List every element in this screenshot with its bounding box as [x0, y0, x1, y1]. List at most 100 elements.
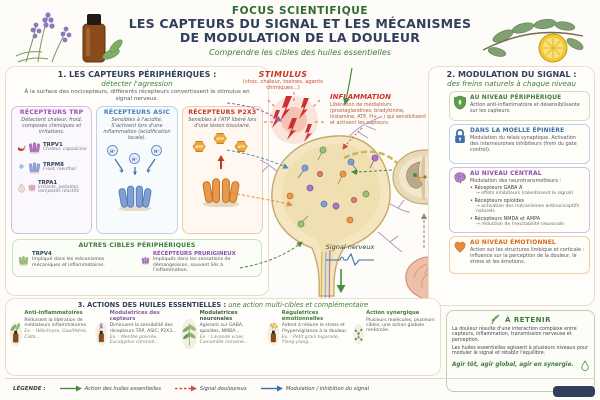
leaf-sprig-icon [491, 314, 500, 325]
trp-title: RÉCEPTEURS TRP [19, 108, 84, 116]
page-title-line2: DE MODULATION DE LA DOULEUR [179, 30, 421, 46]
asic-illustration: H⁺ H⁺ H⁺ [99, 141, 174, 213]
autres-item-trpv4: TRPV4 Impliqué dans les mécanismes mécan… [18, 251, 133, 274]
box-recepteurs-trp: RÉCEPTEURS TRP Détectent chaleur, froid,… [11, 105, 93, 234]
hplus-bubble: H⁺ [151, 144, 163, 156]
level-moelle-epiniere: DANS LA MOELLE ÉPINIÈRE Modulation du re… [449, 124, 590, 164]
green-arrow-icon [59, 385, 82, 392]
header-kicker: FOCUS SCIENTIFIQUE [231, 5, 369, 17]
heart-icon [454, 241, 466, 252]
autres-item-pruriginieux: RÉCEPTEURS PRURIGINEUX Impliqués dans le… [141, 251, 256, 274]
droplet-icon [581, 359, 589, 371]
section1-title: 1. LES CAPTEURS PÉRIPHÉRIQUES : [57, 70, 217, 79]
p2x3-desc: Sensibles à l'ATP libéré lors d'une lési… [188, 116, 257, 129]
signal-nerveux-label: Signal nerveux [325, 243, 375, 251]
trpv1-desc: Chaleur, capsaïcine [43, 147, 87, 152]
central-bullet-nmda: • Récepteurs NMDA et AMPA [470, 215, 541, 222]
header-subtitle: Comprendre les cibles des huiles essenti… [209, 47, 391, 57]
retenir-p2: Les huiles essentielles agissent à plusi… [452, 345, 588, 357]
red-dashed-arrow-icon [174, 385, 197, 392]
section1-intro: À la surface des nocicepteurs, différent… [24, 89, 250, 102]
section-modulation-signal: 2. MODULATION DU SIGNAL : des freins nat… [428, 66, 595, 306]
trpv1-name: TRPV1 [43, 142, 63, 148]
section2-title: 2. MODULATION DU SIGNAL : [446, 70, 577, 79]
card-regulatrices-emotionnelles: Régulatrices émotionnelles Aident à rédu… [267, 310, 351, 357]
oil-bottle-leaves-art [9, 321, 23, 347]
atp-hexagon: ATP [192, 140, 206, 152]
retenir-p1: La douleur résulte d'une interaction com… [452, 326, 577, 344]
trpv4-name: TRPV4 [32, 250, 52, 257]
lock-icon [455, 128, 465, 143]
stimulus-label: STIMULUS (choc, chaleur, toxines, agents… [243, 70, 323, 92]
retenir-motto: Agir tôt, agir global, agir en synergie. [452, 362, 574, 369]
card-action-synergique: Action synergique Plusieurs molécules, p… [353, 310, 437, 357]
card-modulatrices-capteurs: Modulatrices des capteurs Diminuent la s… [95, 310, 179, 357]
central-bullet-opioides: • Récepteurs opioïdes [470, 197, 525, 204]
shield-icon [454, 95, 466, 110]
hplus-arrows [114, 158, 156, 175]
trpv4-desc: Impliqué dans les mécanismes mécaniques … [32, 256, 105, 268]
hplus-bubble: H⁺ [107, 144, 119, 156]
asic-title: RÉCEPTEURS ASIC [103, 108, 171, 116]
signal-waveform [326, 253, 374, 266]
lemon-branch-illustration [482, 18, 584, 63]
legend-item-huiles: Action des huiles essentielles [59, 385, 161, 392]
atp-hexagon: ATP [234, 140, 248, 152]
page-title-line1: LES CAPTEURS DU SIGNAL ET LES MÉCANISMES [128, 16, 472, 31]
legend-item-signal-douloureux: Signal douloureux [174, 385, 247, 392]
retenir-title: À RETENIR [505, 315, 551, 324]
receptor-glyph-trpv1 [29, 142, 40, 154]
receptor-glyph-p2x3 [202, 178, 240, 207]
legend-item-modulation: Modulation / inhibition du signal [260, 385, 369, 392]
box-recepteurs-p2x3: RÉCEPTEURS P2X3 Sensibles à l'ATP libéré… [181, 105, 263, 234]
level-emotionnel: AU NIVEAU ÉMOTIONNEL Action sur les stru… [449, 236, 590, 274]
lemon-icon [538, 33, 568, 63]
trp-item-trpv1: TRPV1 Chaleur, capsaïcine [17, 138, 89, 157]
lavender-bottle-illustration [15, 12, 123, 63]
trp-item-trpa1: TRPA1 Irritants, pollution, composés réa… [17, 178, 89, 197]
trpa1-name: TRPA1 [37, 179, 58, 186]
impact-bolts [287, 118, 312, 142]
pruriginieux-name: RÉCEPTEURS PRURIGINEUX [152, 250, 236, 257]
level-central: AU NIVEAU CENTRAL Modulation des neurotr… [449, 167, 590, 233]
central-bullet-gaba: • Récepteurs GABA A [470, 185, 523, 192]
oil-bottle-icon [82, 14, 106, 63]
molecule-icon [353, 323, 364, 345]
box-recepteurs-asic: RÉCEPTEURS ASIC Sensibles à l'acidité. S… [96, 105, 178, 234]
blue-arrow-icon [260, 385, 283, 392]
footer-badge [553, 386, 595, 397]
snowflake-icon: ❄ [18, 162, 25, 171]
signal-down-arrow [336, 269, 346, 293]
receptor-glyph-pruriginieux [141, 257, 150, 265]
legend-bar: LÉGENDE : Action des huiles essentielles… [5, 378, 595, 396]
card-anti-inflammatoires: Anti-inflammatoires Réduisent la libérat… [9, 310, 93, 357]
pruriginieux-desc: Impliqués dans les sensations de démange… [152, 256, 231, 274]
autres-title: AUTRES CIBLES PÉRIPHÉRIQUES [78, 241, 196, 249]
section1-subtitle: détecter l'agression [101, 79, 173, 88]
level-peripherique: AU NIVEAU PÉRIPHÉRIQUE Action anti-infla… [449, 91, 590, 121]
p2x3-title: RÉCEPTEURS P2X3 [188, 108, 257, 116]
brain-icon [454, 171, 466, 184]
atp-hexagon: ATP [213, 132, 227, 144]
p2x3-illustration: ATP ATP ATP [185, 129, 260, 209]
inflammation-label: INFLAMMATION Libération de médiateurs (p… [330, 93, 427, 127]
section2-subtitle: des freins naturels à chaque niveau [447, 79, 576, 88]
receptor-glyph-trpa1 [28, 184, 36, 192]
trp-desc: Détectent chaleur, froid, composés chimi… [21, 116, 83, 135]
card-modulatrices-neuronales: Modulatrices neuronales Agissent sur GAB… [181, 310, 265, 357]
trpm8-name: TRPM8 [43, 162, 64, 168]
legend-label: LÉGENDE : [13, 385, 46, 392]
receptor-glyph-asic [118, 185, 152, 211]
section-capteurs-peripheriques: 1. LES CAPTEURS PÉRIPHÉRIQUES : détecter… [5, 66, 269, 296]
receptor-boxes: RÉCEPTEURS TRP Détectent chaleur, froid,… [11, 105, 263, 234]
nerve-ending-illustration [259, 115, 411, 309]
chili-icon [17, 138, 26, 157]
garlic-icon [17, 178, 26, 197]
trpa1-desc: Irritants, pollution, composés réactifs [37, 184, 80, 195]
hplus-bubble: H⁺ [129, 152, 141, 164]
trp-item-trpm8: ❄ TRPM8 Froid, menthol [17, 160, 89, 175]
asic-desc: Sensibles à l'acidité. S'activent lors d… [103, 116, 171, 141]
receptor-glyph-trpv4 [18, 256, 29, 266]
header: FOCUS SCIENTIFIQUE LES CAPTEURS DU SIGNA… [120, 5, 480, 57]
